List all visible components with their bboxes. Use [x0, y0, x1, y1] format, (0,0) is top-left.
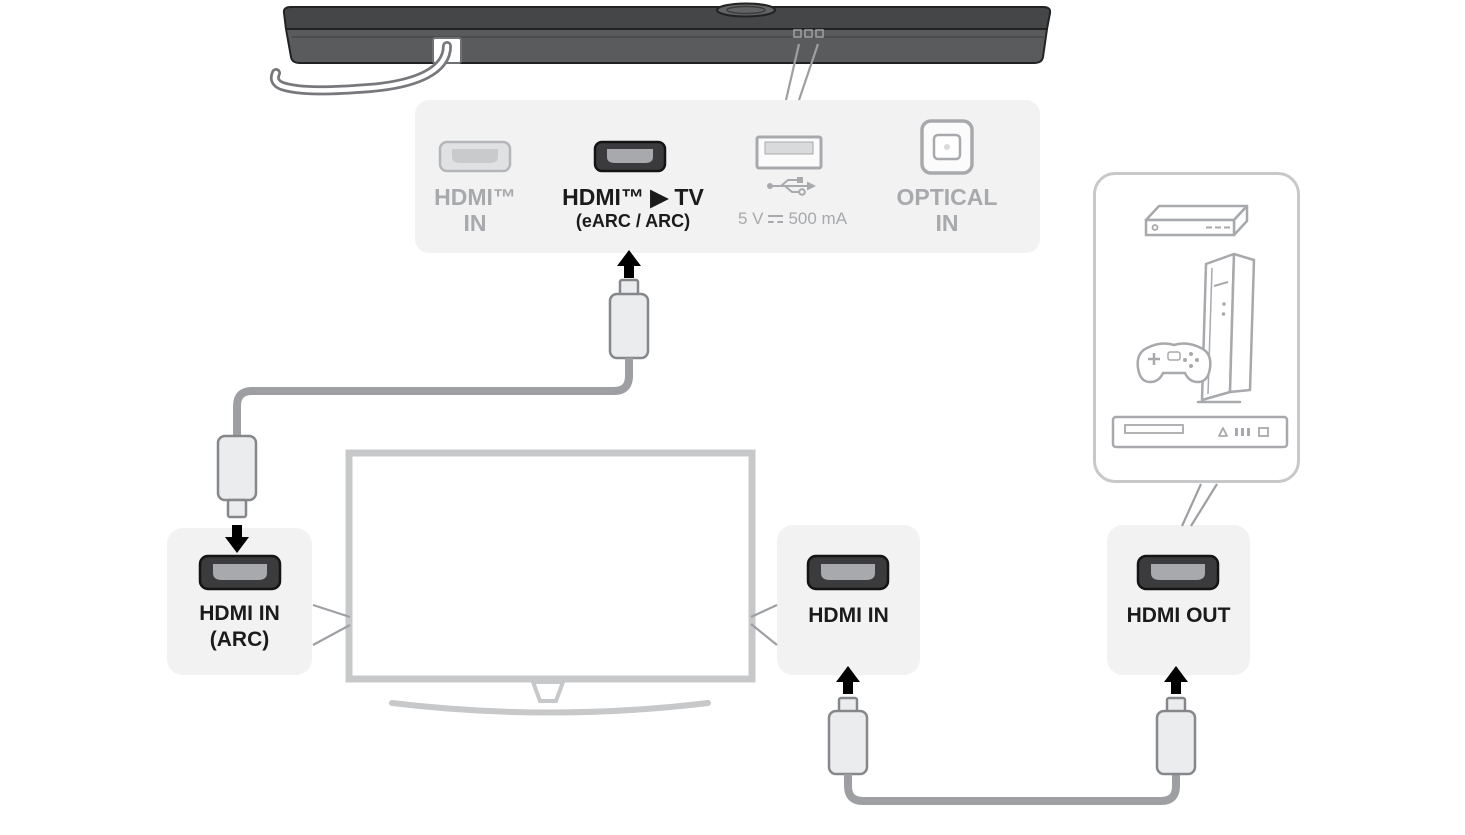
device-hdmi-out-label: HDMI OUT [1108, 603, 1249, 629]
hdmi-plug-bottom-right-icon [1155, 696, 1197, 776]
callout-soundbar-to-panel [784, 43, 820, 101]
soundbar-top-woofer-icon [716, 2, 776, 18]
hdmi-in-label-line2: IN [463, 210, 487, 236]
power-cable [269, 41, 452, 96]
optical-in-label-line1: OPTICAL [896, 184, 998, 210]
hdmi-in-label-line1: HDMI™ [434, 184, 516, 210]
dc-power-icon [768, 214, 784, 224]
tv-hdmi-in-arc-label: HDMI IN (ARC) [168, 601, 311, 653]
hdmi-cable-device-to-tv [844, 774, 1180, 805]
usb-power-label-current: 500 mA [788, 209, 848, 228]
device-hdmi-out-port-box [1107, 525, 1250, 675]
tv-hdmi-in-arc-label-line1: HDMI IN [199, 602, 280, 625]
hdmi-tv-arc-label-line2: (eARC / ARC) [575, 211, 691, 231]
tv-hdmi-in-port-box [777, 525, 920, 675]
optical-in-label: OPTICAL IN [887, 184, 1007, 236]
tv-stand-base [389, 700, 711, 716]
tv-hdmi-in-label-line1: HDMI IN [808, 604, 889, 627]
tv-hdmi-in-arc-label-line2: (ARC) [209, 628, 270, 651]
hdmi-tv-arc-label-line1: HDMI™ ▶ TV [562, 184, 704, 210]
hdmi-cable-soundbar-to-tv [233, 358, 633, 437]
callout-hdmi-in-box-to-tv [750, 604, 778, 646]
callout-devices-to-hdmi-out-box [1180, 483, 1218, 527]
soundbar-cable-notch [432, 37, 462, 64]
hdmi-in-label: HDMI™ IN [415, 184, 535, 236]
external-devices-box [1093, 172, 1300, 483]
arrow-up-to-hdmi-tv-port-icon [617, 250, 641, 278]
hdmi-plug-left-icon [216, 434, 258, 519]
hdmi-plug-top-icon [608, 278, 650, 360]
hdmi-plug-bottom-left-icon [827, 696, 869, 776]
usb-power-label: 5 V 500 mA [720, 209, 865, 229]
callout-arc-box-to-tv [312, 603, 351, 646]
device-hdmi-out-label-line1: HDMI OUT [1126, 604, 1231, 627]
usb-power-label-voltage: 5 V [737, 209, 764, 228]
hdmi-tv-arc-label: HDMI™ ▶ TV (eARC / ARC) [545, 184, 721, 232]
optical-in-label-line2: IN [935, 210, 959, 236]
soundbar-rear-connectors-icon [793, 29, 824, 38]
soundbar [282, 2, 1052, 64]
tv [345, 449, 756, 716]
tv-stand-neck [530, 680, 566, 703]
tv-screen [345, 449, 756, 683]
tv-hdmi-in-label: HDMI IN [778, 603, 919, 629]
